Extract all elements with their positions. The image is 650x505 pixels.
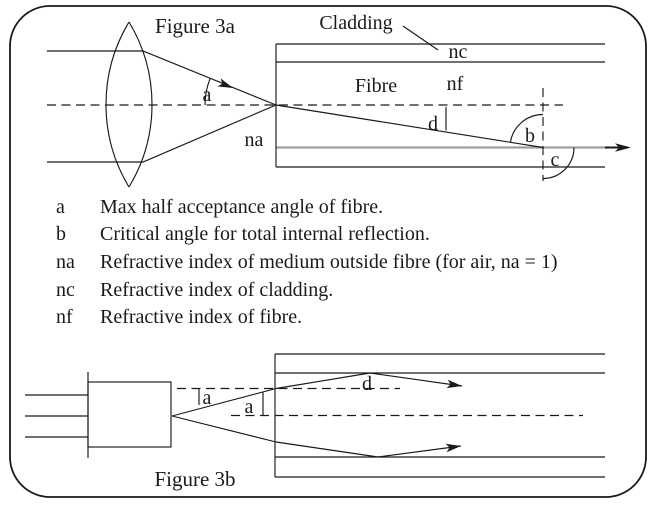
lower-emitted-ray	[171, 415, 277, 443]
angle-a1-label: a	[203, 387, 212, 409]
legend-description: Critical angle for total internal reflec…	[100, 223, 430, 245]
light-rays-3a	[47, 50, 277, 163]
legend-row: na Refractive index of medium outside fi…	[56, 251, 558, 273]
lower-ray-arrowhead-icon	[445, 443, 461, 453]
ray-arrowhead-icon	[217, 78, 233, 88]
upper-internal-ray	[275, 372, 463, 390]
legend-symbol: nc	[56, 279, 75, 301]
light-source	[25, 372, 172, 458]
legend-description: Refractive index of cladding.	[100, 279, 333, 301]
legend-symbol: nf	[56, 306, 73, 328]
legend-symbol: b	[56, 223, 66, 245]
angle-d-label-3b: d	[362, 373, 372, 395]
figure-3a-title: Figure 3a	[155, 14, 236, 38]
figure-3b-title: Figure 3b	[154, 467, 235, 491]
legend-symbol: na	[56, 251, 75, 273]
angle-d-label: d	[428, 113, 438, 135]
angle-c-arc	[542, 147, 575, 180]
legend-row: nf Refractive index of fibre.	[56, 306, 302, 328]
legend-description: Refractive index of medium outside fibre…	[100, 251, 558, 273]
source-box	[87, 381, 172, 448]
legend: a Max half acceptance angle of fibre. b …	[56, 196, 558, 328]
nc-label: nc	[449, 41, 468, 63]
legend-description: Max half acceptance angle of fibre.	[100, 196, 383, 218]
legend-symbol: a	[56, 196, 65, 218]
figure-3a: Figure 3a	[47, 12, 631, 188]
angle-a-label: a	[203, 84, 212, 106]
fibre-3b	[274, 353, 605, 478]
fibre-label: Fibre	[355, 75, 397, 97]
upper-emitted-ray	[171, 387, 277, 417]
cladding-label: Cladding	[319, 12, 392, 34]
lower-ray	[47, 104, 277, 163]
lower-internal-ray	[275, 441, 462, 458]
upper-ray	[47, 50, 277, 106]
angle-a-arc	[204, 78, 211, 106]
legend-description: Refractive index of fibre.	[100, 306, 302, 328]
angle-b-arc	[509, 113, 544, 143]
upper-ray-arrowhead-icon	[446, 379, 462, 389]
legend-row: nc Refractive index of cladding.	[56, 279, 333, 301]
legend-row: b Critical angle for total internal refl…	[56, 223, 430, 245]
angle-c-label: c	[551, 149, 560, 171]
na-label: na	[245, 129, 264, 151]
nf-label: nf	[447, 73, 464, 95]
cladding-pointer-line	[402, 25, 439, 51]
exit-arrowhead-icon	[615, 143, 631, 152]
outer-border	[9, 5, 647, 498]
fibre-3a	[275, 43, 607, 168]
angle-a2-label: a	[245, 396, 254, 418]
angle-b-label: b	[525, 125, 535, 147]
figure-3b: a a d Figure 3b	[25, 353, 605, 491]
legend-row: a Max half acceptance angle of fibre.	[56, 196, 383, 218]
refracted-ray	[275, 104, 544, 149]
